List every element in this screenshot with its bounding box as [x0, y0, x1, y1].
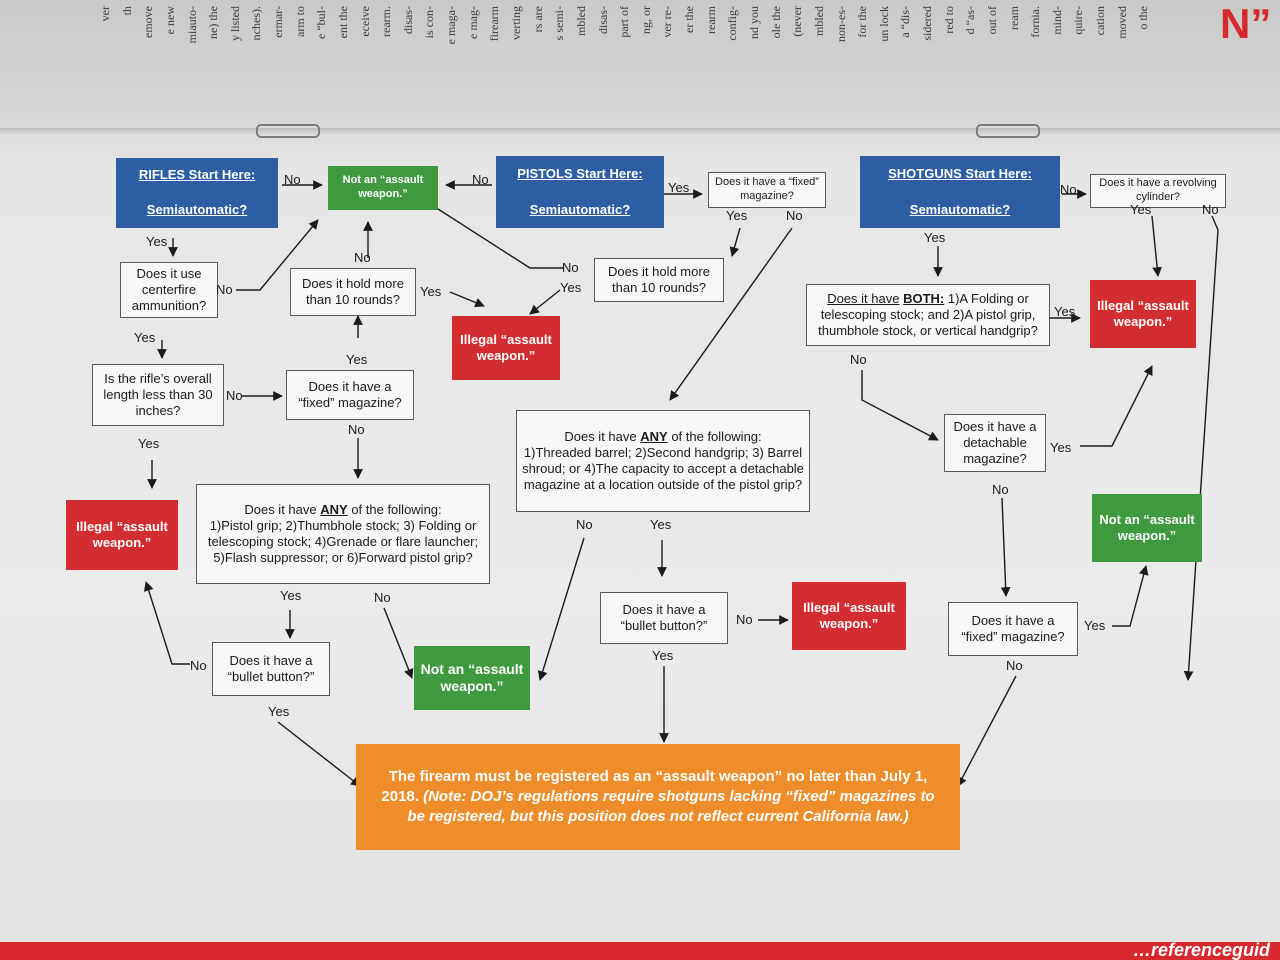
- arrow-detachable-no: [1000, 497, 1011, 597]
- label-shotguns-no: No: [1060, 182, 1077, 197]
- revolving-cylinder-question: Does it have a revolving cylinder?: [1090, 174, 1226, 208]
- label-features-rifle-no: No: [374, 590, 391, 605]
- label-rifles-no: No: [284, 172, 301, 187]
- rifles-start-box: RIFLES Start Here: Semiautomatic?: [116, 158, 278, 228]
- label-pistol-fixed-no: No: [786, 208, 803, 223]
- arrow-centerfire-no: [236, 219, 319, 291]
- illegal-box-pistol: Illegal “assault weapon.”: [792, 582, 906, 650]
- fixed-magazine-question-shotgun: Does it have a “fixed” magazine?: [948, 602, 1078, 656]
- label-pistol-features-no: No: [576, 517, 593, 532]
- arrow-pistol-fixed-no: [669, 227, 793, 401]
- centerfire-question: Does it use centerfire ammunition?: [120, 262, 218, 318]
- hold-more-rounds-question-pistol: Does it hold more than 10 rounds?: [594, 258, 724, 302]
- arrow-shotgun-fixed-no: [957, 675, 1017, 787]
- arrow-hold-yes: [449, 291, 485, 308]
- rifle-length-question: Is the rifle’s overall length less than …: [92, 364, 224, 426]
- label-shotguns-yes: Yes: [924, 230, 946, 245]
- shotguns-start-title: SHOTGUNS Start Here:: [888, 165, 1032, 181]
- label-centerfire-yes: Yes: [134, 330, 156, 345]
- label-cylinder-no: No: [1202, 202, 1219, 217]
- footer-text: …referenceguid: [1132, 940, 1270, 960]
- label-hold-rifle-no: No: [354, 250, 371, 265]
- arrow-pistol-hold-yes: [529, 289, 561, 315]
- label-detachable-yes: Yes: [1050, 440, 1072, 455]
- shotgun-both-text: Does it have BOTH: 1)A Folding or telesc…: [818, 290, 1038, 339]
- rifle-features-heading: Does it have ANY of the following:: [244, 501, 442, 517]
- label-pistols-yes: Yes: [668, 180, 690, 195]
- page-binding: [0, 128, 1280, 136]
- pistol-features-list: 1)Threaded barrel; 2)Second handgrip; 3)…: [522, 444, 804, 493]
- page-footer-strip: …referenceguid: [0, 940, 1280, 960]
- illegal-box-shotgun: Illegal “assault weapon.”: [1090, 280, 1196, 348]
- label-pistol-hold-yes: Yes: [560, 280, 582, 295]
- arrow-pistol-fixed-yes: [729, 227, 741, 257]
- label-fixed-rifle-yes: Yes: [346, 352, 368, 367]
- arrow-features-no: [383, 607, 414, 679]
- detachable-magazine-question: Does it have a detachable magazine?: [944, 414, 1046, 472]
- arrow-detachable-yes: [1080, 365, 1153, 447]
- label-cylinder-yes: Yes: [1130, 202, 1152, 217]
- label-shotgun-fixed-no: No: [1006, 658, 1023, 673]
- not-assault-box-top: Not an “assault weapon.”: [328, 166, 438, 210]
- arrow-both-no: [861, 370, 939, 441]
- label-detachable-no: No: [992, 482, 1009, 497]
- label-length-yes: Yes: [138, 436, 160, 451]
- arrow-pistol-hold-no: [423, 199, 564, 269]
- label-hold-rifle-yes: Yes: [420, 284, 442, 299]
- label-length-no: No: [226, 388, 243, 403]
- label-bullet-rifle-no: No: [190, 658, 207, 673]
- pistols-start-title: PISTOLS Start Here:: [517, 165, 643, 181]
- shotguns-start-question: Semiautomatic?: [909, 201, 1011, 217]
- label-bullet-rifle-yes: Yes: [268, 704, 290, 719]
- label-pistol-fixed-yes: Yes: [726, 208, 748, 223]
- label-both-no: No: [850, 352, 867, 367]
- staple-right: [976, 124, 1040, 138]
- registration-text: The firearm must be registered as an “as…: [381, 767, 935, 826]
- page-heading-fragment: N”: [1220, 0, 1272, 47]
- pistols-start-question: Semiautomatic?: [529, 201, 631, 217]
- label-bullet-pistol-no: No: [736, 612, 753, 627]
- rifle-features-list: 1)Pistol grip; 2)Thumbhole stock; 3) Fol…: [207, 517, 479, 566]
- pistol-features-question: Does it have ANY of the following: 1)Thr…: [516, 410, 810, 512]
- pistol-features-heading: Does it have ANY of the following:: [564, 428, 762, 444]
- registration-requirement-box: The firearm must be registered as an “as…: [356, 744, 960, 850]
- pistols-start-box: PISTOLS Start Here: Semiautomatic?: [496, 156, 664, 228]
- arrow-shotgun-fixed-yes: [1112, 565, 1149, 627]
- label-centerfire-no: No: [216, 282, 233, 297]
- rifles-start-question: Semiautomatic?: [146, 202, 248, 218]
- fixed-magazine-question-pistol: Does it have a “fixed” magazine?: [708, 172, 826, 208]
- rifle-features-question: Does it have ANY of the following: 1)Pis…: [196, 484, 490, 584]
- bullet-button-question-rifle: Does it have a “bullet button?”: [212, 642, 330, 696]
- label-pistols-no: No: [472, 172, 489, 187]
- arrow-pistol-features-no: [537, 537, 585, 681]
- arrow-bullet-rifle-no: [143, 581, 190, 665]
- arrow-cylinder-yes: [1151, 215, 1162, 277]
- fixed-magazine-question-rifle: Does it have a “fixed” magazine?: [286, 370, 414, 420]
- hold-more-rounds-question-rifle: Does it hold more than 10 rounds?: [290, 268, 416, 316]
- not-assault-box-right: Not an “assault weapon.”: [1092, 494, 1202, 562]
- label-features-rifle-yes: Yes: [280, 588, 302, 603]
- label-bullet-pistol-yes: Yes: [652, 648, 674, 663]
- label-shotgun-fixed-yes: Yes: [1084, 618, 1106, 633]
- label-rifles-yes: Yes: [146, 234, 168, 249]
- shotgun-both-question: Does it have BOTH: 1)A Folding or telesc…: [806, 284, 1050, 346]
- arrow-bullet-rifle-yes: [277, 721, 361, 787]
- label-pistol-hold-no: No: [562, 260, 579, 275]
- staple-left: [256, 124, 320, 138]
- label-fixed-rifle-no: No: [348, 422, 365, 437]
- bullet-button-question-pistol: Does it have a “bullet button?”: [600, 592, 728, 644]
- label-both-yes: Yes: [1054, 304, 1076, 319]
- illegal-box-rifle-top: Illegal “assault weapon.”: [452, 316, 560, 380]
- illegal-box-rifle-left: Illegal “assault weapon.”: [66, 500, 178, 570]
- shotguns-start-box: SHOTGUNS Start Here: Semiautomatic?: [860, 156, 1060, 228]
- not-assault-box-middle: Not an “assault weapon.”: [414, 646, 530, 710]
- label-pistol-features-yes: Yes: [650, 517, 672, 532]
- rifles-start-title: RIFLES Start Here:: [138, 167, 256, 183]
